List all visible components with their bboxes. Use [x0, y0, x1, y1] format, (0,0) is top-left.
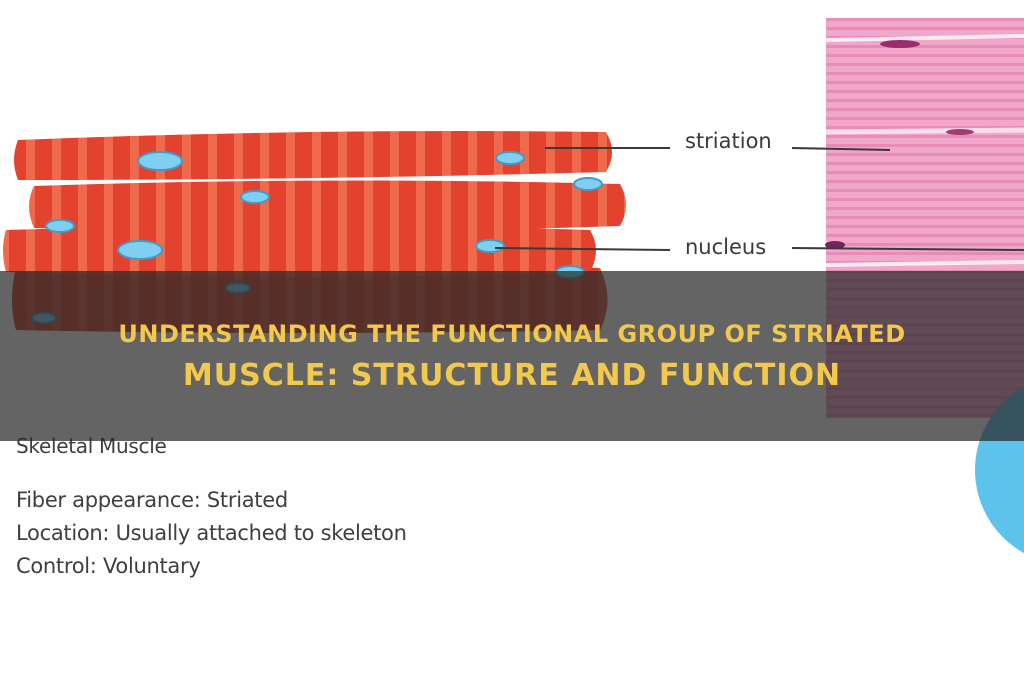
nucleus-label: nucleus: [685, 235, 766, 259]
nucleus-shape: [574, 178, 602, 190]
control-text: Control: Voluntary: [16, 550, 407, 583]
nucleus-shape: [496, 152, 524, 164]
title-banner: Understanding The Functional Group Of St…: [0, 271, 1024, 441]
nucleus-shape: [138, 152, 182, 170]
banner-title-line-1: Understanding The Functional Group Of St…: [118, 320, 905, 348]
striation-label: striation: [685, 129, 772, 153]
fiber-appearance-text: Fiber appearance: Striated: [16, 484, 407, 517]
nucleus-shape: [241, 191, 269, 203]
nucleus-shape: [46, 220, 74, 232]
banner-title-line-2: Muscle: Structure And Function: [183, 358, 841, 393]
muscle-info-block: Skeletal Muscle Fiber appearance: Striat…: [16, 434, 407, 583]
nucleus-shape: [118, 241, 162, 259]
location-text: Location: Usually attached to skeleton: [16, 517, 407, 550]
nucleus-shape: [476, 240, 504, 252]
